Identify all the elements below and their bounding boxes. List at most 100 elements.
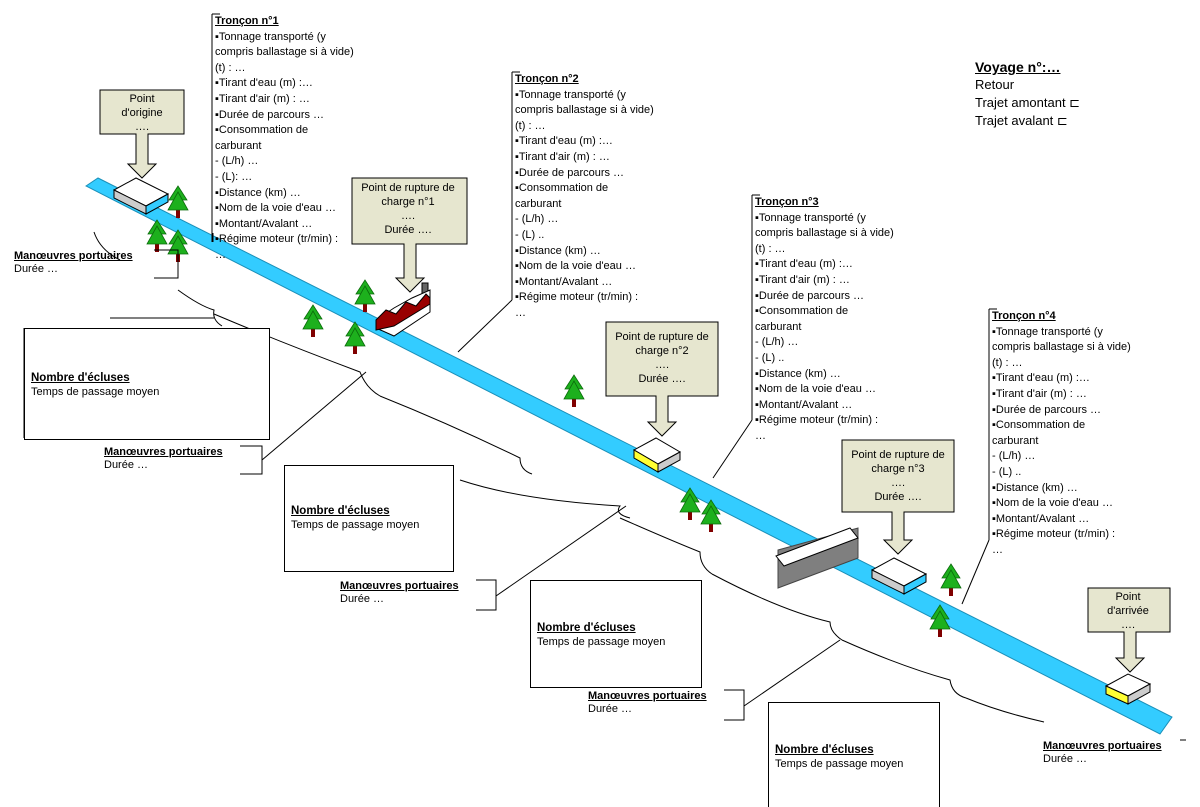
ecluses-sub: Temps de passage moyen (291, 519, 420, 531)
manoeuvres-title: Manœuvres portuaires (104, 446, 223, 458)
troncon-line: ▪Nom de la voie d'eau … (215, 202, 336, 215)
troncon-3-title: Tronçon n°3 (755, 196, 819, 208)
ecluses-sub: Temps de passage moyen (31, 386, 160, 398)
brace-line (711, 573, 843, 641)
manoeuvres-2: Manœuvres portuaires Durée … (104, 446, 223, 472)
callout-line: Durée …. (384, 224, 432, 236)
troncon-line: ▪Tonnage transporté (y (755, 211, 866, 224)
troncon-1-title: Tronçon n°1 (215, 15, 279, 27)
troncon-line: (t) : … (992, 356, 1023, 369)
voyage-panel: Voyage n°:… Retour Trajet amontant ⊏ Tra… (975, 58, 1080, 130)
callout-line: …. (400, 210, 416, 222)
troncon-line: ▪Consommation de (215, 124, 309, 137)
port-rupture3 (870, 557, 928, 595)
troncon-line: ▪Durée de parcours … (992, 403, 1102, 416)
brace-line (177, 289, 223, 327)
troncon-line: … (992, 543, 1003, 556)
bracket-line (261, 371, 367, 461)
callout-line: Point (129, 93, 155, 105)
tree-icon (700, 499, 722, 532)
troncon-line: ▪Distance (km) … (992, 481, 1078, 494)
tree-icon (563, 374, 585, 407)
troncon-line: - (L/h) … (755, 336, 799, 349)
troncon-line: ▪Tirant d'air (m) : … (515, 150, 610, 163)
callout-line: Point de rupture de (361, 182, 455, 194)
manoeuvres-duree: Durée … (14, 263, 59, 275)
troncon-line: - (L/h) … (515, 213, 559, 226)
leader-line (712, 419, 753, 479)
troncon-line: ▪Montant/Avalant … (515, 275, 613, 288)
brace-line (213, 313, 381, 397)
callout-line: charge n°1 (381, 196, 435, 208)
brace-line (379, 395, 533, 475)
troncon-2-title: Tronçon n°2 (515, 73, 579, 85)
manoeuvres-1: Manœuvres portuaires Durée … (14, 250, 133, 276)
port-origine (112, 177, 170, 215)
bracket-line (724, 689, 745, 721)
troncon-line: ▪Nom de la voie d'eau … (515, 260, 636, 273)
brace-line (619, 517, 713, 575)
troncon-line: … (215, 248, 226, 261)
bracket-line (495, 505, 627, 597)
troncon-line: ▪Nom de la voie d'eau … (755, 383, 876, 396)
port-arrivee (1104, 673, 1152, 705)
bracket-line (476, 579, 497, 611)
callout-origine: Point d'origine …. (102, 92, 182, 134)
callout-rupture3: Point de rupture de charge n°3 …. Durée … (842, 448, 954, 504)
troncon-line: ▪Régime moteur (tr/min) : (992, 528, 1116, 541)
troncon-line: ▪Durée de parcours … (515, 166, 625, 179)
manoeuvres-duree: Durée … (588, 703, 633, 715)
callout-line: Point de rupture de (615, 331, 709, 343)
ecluses-box-1: Nombre d'écluses Temps de passage moyen (24, 328, 270, 440)
callout-line: d'origine (121, 107, 163, 119)
troncon-line: ▪Consommation de (755, 305, 849, 318)
ecluses-sub: Temps de passage moyen (537, 636, 666, 648)
troncon-line: ▪Consommation de (515, 182, 609, 195)
port-rupture2 (632, 437, 682, 473)
brace-line (965, 697, 1045, 723)
callout-line: Point de rupture de (851, 449, 945, 461)
callout-shapes (99, 89, 1171, 673)
voyage-option-amontant: Trajet amontant ⊏ (975, 95, 1081, 110)
tree-icon (302, 304, 324, 337)
troncon-line: (t) : … (755, 242, 786, 255)
callout-origine-shape (99, 89, 185, 179)
ecluses-box-4: Nombre d'écluses Temps de passage moyen (768, 702, 940, 807)
manoeuvres-title: Manœuvres portuaires (1043, 740, 1162, 752)
callout-line: d'arrivée (1107, 605, 1149, 617)
troncon-line: - (L) .. (755, 351, 785, 364)
troncon-line: compris ballastage si à vide) (755, 227, 894, 240)
manoeuvres-duree: Durée … (1043, 753, 1088, 765)
troncon-line: - (L/h) … (992, 450, 1036, 463)
callout-arrivee: Point d'arrivée …. (1088, 590, 1168, 632)
troncon-line: ▪Durée de parcours … (755, 289, 865, 302)
troncon-line: carburant (215, 139, 262, 152)
tree-icon (344, 321, 366, 354)
callout-rupture3-shape (841, 439, 955, 555)
troncon-line: ▪Distance (km) … (515, 244, 601, 257)
leader-line (457, 299, 513, 353)
troncon-line: compris ballastage si à vide) (215, 46, 354, 59)
callout-line: Point (1115, 591, 1141, 603)
troncon-line: - (L/h) … (215, 155, 259, 168)
ecluses-title: Nombre d'écluses (31, 372, 130, 384)
troncon-line: compris ballastage si à vide) (992, 341, 1131, 354)
troncon-line: ▪Régime moteur (tr/min) : (515, 291, 639, 304)
manoeuvres-duree: Durée … (340, 593, 385, 605)
troncon-line: ▪Tirant d'air (m) : … (215, 92, 310, 105)
callout-line: …. (134, 121, 150, 133)
troncon-line: - (L): … (215, 170, 253, 183)
tree-icon (679, 487, 701, 520)
brace-line (459, 479, 631, 519)
manoeuvres-title: Manœuvres portuaires (588, 690, 707, 702)
troncon-line: ▪Tonnage transporté (y (515, 88, 626, 101)
troncon-line: (t) : … (215, 61, 246, 74)
troncon-line: ▪Tirant d'air (m) : … (992, 387, 1087, 400)
callout-line: charge n°3 (871, 463, 925, 475)
voyage-option-retour: Retour (975, 77, 1015, 92)
troncon-line: ▪Tirant d'eau (m) :… (992, 372, 1090, 385)
manoeuvres-duree: Durée … (104, 459, 149, 471)
ecluses-box-2: Nombre d'écluses Temps de passage moyen (284, 465, 454, 572)
